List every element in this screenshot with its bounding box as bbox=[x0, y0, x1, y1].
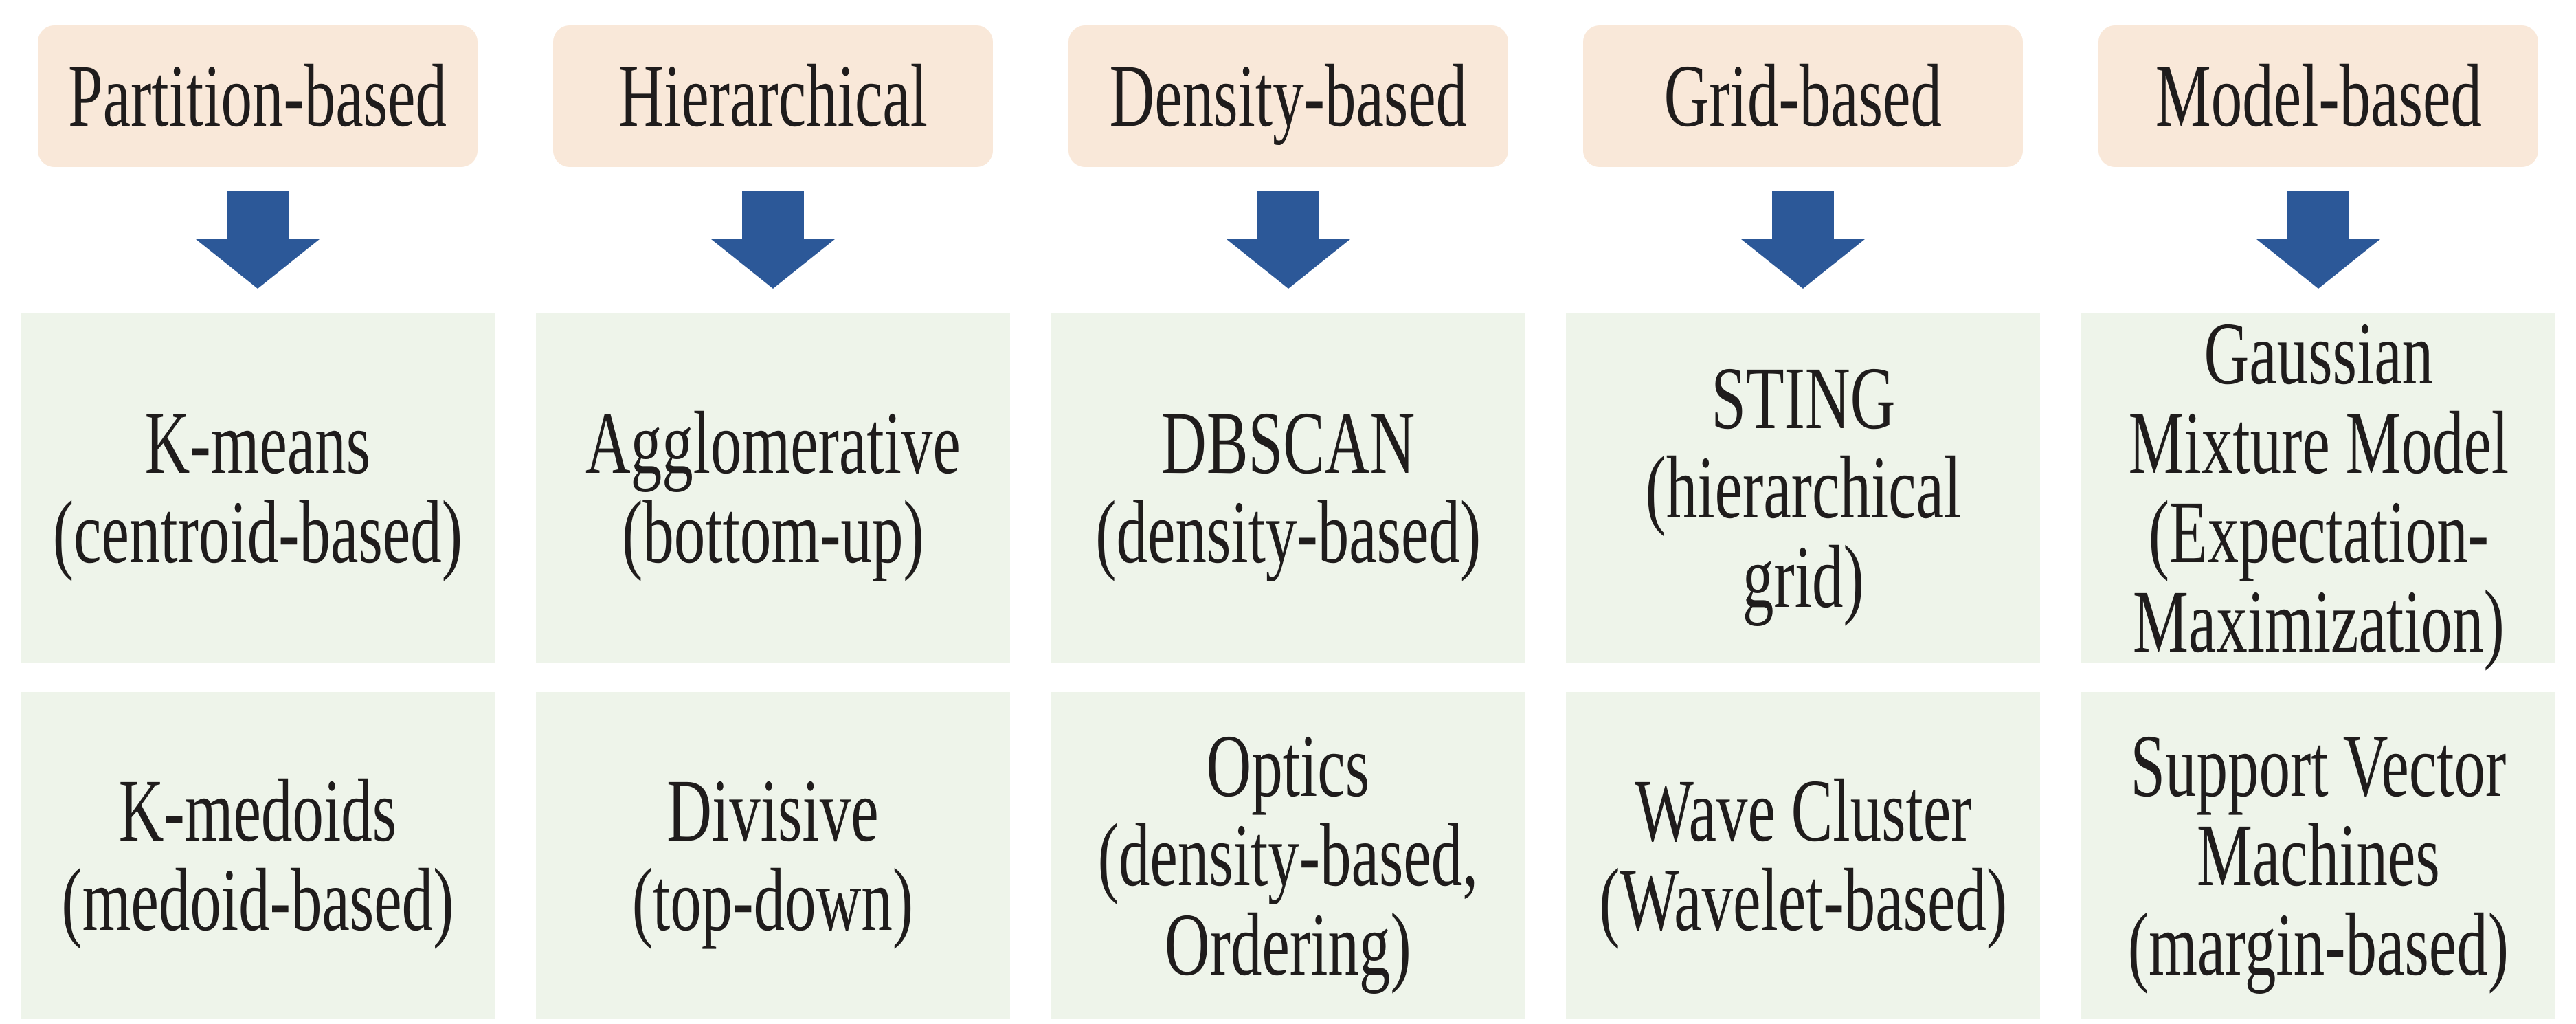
down-arrow-icon bbox=[196, 191, 320, 289]
category-header: Partition-based bbox=[38, 25, 478, 167]
arrow-area bbox=[2081, 167, 2555, 313]
category-column-model-based: Model-based Gaussian Mixture Model (Expe… bbox=[2081, 25, 2555, 1019]
category-column-grid-based: Grid-based STING (hierarchical grid) Wav… bbox=[1566, 25, 2041, 1019]
category-header: Grid-based bbox=[1583, 25, 2024, 167]
algorithm-label: Divisive (top-down) bbox=[632, 761, 914, 950]
category-header-label: Partition-based bbox=[68, 47, 447, 146]
category-column-density-based: Density-based DBSCAN (density-based) Opt… bbox=[1051, 25, 1525, 1019]
algorithm-box: Gaussian Mixture Model (Expectation- Max… bbox=[2081, 309, 2555, 667]
down-arrow-icon bbox=[1741, 191, 1866, 289]
down-arrow-icon bbox=[710, 191, 835, 289]
algorithm-box: Divisive (top-down) bbox=[535, 692, 1010, 1019]
algorithm-box: Agglomerative (bottom-up) bbox=[535, 313, 1010, 663]
algorithm-label: Agglomerative (bottom-up) bbox=[585, 394, 961, 582]
arrow-area bbox=[21, 167, 495, 313]
arrow-area bbox=[536, 167, 1010, 313]
category-column-hierarchical: Hierarchical Agglomerative (bottom-up) D… bbox=[535, 25, 1010, 1019]
category-header: Model-based bbox=[2098, 25, 2538, 167]
algorithm-box: K-medoids (medoid-based) bbox=[21, 692, 495, 1019]
algorithm-label: Wave Cluster (Wavelet-based) bbox=[1599, 761, 2008, 950]
algorithm-label: Gaussian Mixture Model (Expectation- Max… bbox=[2128, 304, 2509, 671]
algorithm-label: STING (hierarchical grid) bbox=[1645, 349, 1962, 627]
algorithm-box: Support Vector Machines (margin-based) bbox=[2081, 692, 2555, 1019]
algorithm-box: Wave Cluster (Wavelet-based) bbox=[1566, 692, 2041, 1019]
category-header-label: Model-based bbox=[2155, 47, 2482, 146]
algorithm-label: Optics (density-based, Ordering) bbox=[1097, 716, 1479, 994]
category-column-partition-based: Partition-based K-means (centroid-based)… bbox=[21, 25, 495, 1019]
arrow-area bbox=[1566, 167, 2040, 313]
algorithm-label: K-means (centroid-based) bbox=[52, 394, 463, 582]
algorithm-box: Optics (density-based, Ordering) bbox=[1051, 692, 1525, 1019]
algorithm-label: K-medoids (medoid-based) bbox=[61, 761, 454, 950]
algorithm-box: K-means (centroid-based) bbox=[21, 313, 495, 663]
category-header-label: Grid-based bbox=[1664, 47, 1942, 146]
down-arrow-icon bbox=[1226, 191, 1350, 289]
category-header-label: Hierarchical bbox=[618, 47, 928, 146]
algorithm-box: DBSCAN (density-based) bbox=[1051, 313, 1525, 663]
category-header-label: Density-based bbox=[1109, 47, 1467, 146]
algorithm-label: DBSCAN (density-based) bbox=[1095, 394, 1481, 582]
algorithm-box: STING (hierarchical grid) bbox=[1566, 313, 2041, 663]
category-header: Density-based bbox=[1068, 25, 1508, 167]
algorithm-label: Support Vector Machines (margin-based) bbox=[2127, 716, 2509, 994]
down-arrow-icon bbox=[2256, 191, 2380, 289]
category-header: Hierarchical bbox=[552, 25, 993, 167]
arrow-area bbox=[1051, 167, 1525, 313]
